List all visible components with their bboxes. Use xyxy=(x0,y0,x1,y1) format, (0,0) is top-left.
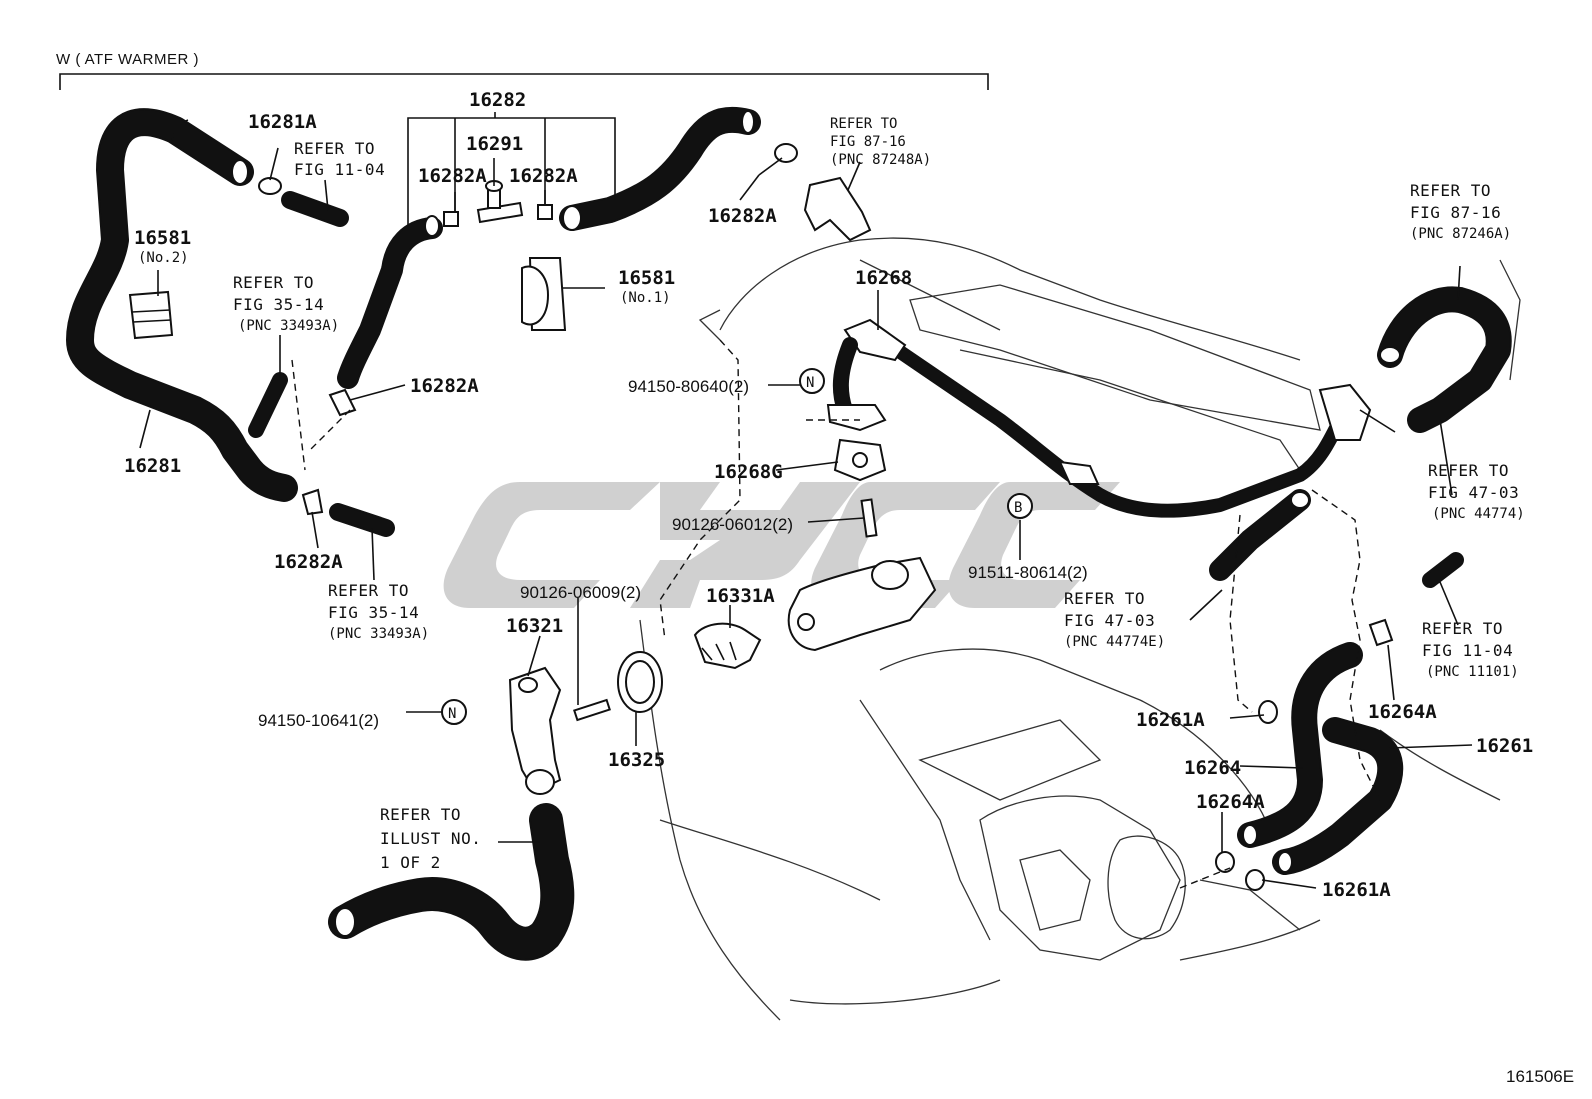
ref3-line1: REFER TO xyxy=(1410,181,1491,200)
label-16281: 16281 xyxy=(124,455,181,477)
label-16264a-2: 16264A xyxy=(1196,791,1265,813)
ref6-line3: (PNC 44774) xyxy=(1432,506,1525,522)
label-16282a-4: 16282A xyxy=(410,375,479,397)
thermostat-16331a xyxy=(693,622,762,670)
marker-n-1: N xyxy=(806,375,814,391)
label-16321: 16321 xyxy=(506,615,563,637)
ref5-line1: REFER TO xyxy=(328,581,409,600)
ref9-line1: REFER TO xyxy=(380,805,461,824)
stud-90126-06009 xyxy=(573,698,611,722)
ref2-line2: FIG 87-16 xyxy=(830,134,906,150)
label-16264: 16264 xyxy=(1184,757,1241,779)
ref3-line2: FIG 87-16 xyxy=(1410,203,1501,222)
label-16581-no1-sub: (No.1) xyxy=(620,290,671,306)
label-16261a-2: 16261A xyxy=(1322,879,1391,901)
label-90126-06012: 90126-06012(2) xyxy=(672,515,793,534)
refer-notes: REFER TO FIG 11-04 REFER TO FIG 87-16 (P… xyxy=(233,116,1525,872)
ref1-line2: FIG 11-04 xyxy=(294,160,385,179)
clamps xyxy=(258,143,1394,891)
ref7-line2: FIG 47-03 xyxy=(1064,611,1155,630)
ref1-line1: REFER TO xyxy=(294,139,375,158)
ref4-line2: FIG 35-14 xyxy=(233,295,324,314)
label-16268: 16268 xyxy=(855,267,912,289)
ref4-line3: (PNC 33493A) xyxy=(238,318,339,334)
label-94150-80640: 94150-80640(2) xyxy=(628,377,749,396)
ref8-line2: FIG 11-04 xyxy=(1422,641,1513,660)
hose-lower-left xyxy=(328,803,575,961)
label-16261a-1: 16261A xyxy=(1136,709,1205,731)
hose-right-upper xyxy=(1377,286,1512,433)
clip-16581-no1 xyxy=(521,257,567,331)
part-labels: 16282 16281A 16291 16282A 16282A 16282A … xyxy=(124,89,1533,901)
label-90126-06009: 90126-06009(2) xyxy=(520,583,641,602)
ref3-line3: (PNC 87246A) xyxy=(1410,226,1511,242)
ref8-line3: (PNC 11101) xyxy=(1426,664,1519,680)
label-16331a: 16331A xyxy=(706,585,775,607)
label-16581-no2: 16581 xyxy=(134,227,191,249)
hose-left-upper xyxy=(337,215,443,389)
marker-n-2: N xyxy=(448,706,456,722)
label-16268g: 16268G xyxy=(714,461,783,483)
fitting-87248a xyxy=(803,176,872,242)
ref8-line1: REFER TO xyxy=(1422,619,1503,638)
ref9-line3: 1 OF 2 xyxy=(380,853,441,872)
marker-b: B xyxy=(1014,500,1022,516)
label-16281a: 16281A xyxy=(248,111,317,133)
ref4-line1: REFER TO xyxy=(233,273,314,292)
gasket-16268g xyxy=(833,438,887,482)
label-16291: 16291 xyxy=(466,133,523,155)
label-16282a-3: 16282A xyxy=(708,205,777,227)
ref5-line3: (PNC 33493A) xyxy=(328,626,429,642)
water-inlet-housing xyxy=(787,556,937,652)
pipe-16268 xyxy=(826,318,1396,518)
hose-16264 xyxy=(1237,642,1363,848)
hose-16281 xyxy=(66,108,298,502)
circle-markers: N N B xyxy=(441,368,1033,725)
gasket-16325 xyxy=(617,651,663,713)
label-16282a-2: 16282A xyxy=(509,165,578,187)
label-16282a-5: 16282A xyxy=(274,551,343,573)
atf-warmer-title: W ( ATF WARMER ) xyxy=(56,51,199,68)
ref6-line1: REFER TO xyxy=(1428,461,1509,480)
label-91511-80614: 91511-80614(2) xyxy=(968,563,1088,582)
label-16282: 16282 xyxy=(469,89,526,111)
hose-mid-right xyxy=(1209,489,1311,581)
ref9-line2: ILLUST NO. xyxy=(380,829,481,848)
label-16264a-1: 16264A xyxy=(1368,701,1437,723)
ref5-line2: FIG 35-14 xyxy=(328,603,419,622)
tee-16291 xyxy=(476,180,524,224)
atf-warmer-bracket: W ( ATF WARMER ) xyxy=(56,51,989,90)
label-16282a-1: 16282A xyxy=(418,165,487,187)
ref7-line3: (PNC 44774E) xyxy=(1064,634,1165,650)
label-16581-no2-sub: (No.2) xyxy=(138,250,189,266)
label-94150-10641: 94150-10641(2) xyxy=(258,711,379,730)
ref6-line2: FIG 47-03 xyxy=(1428,483,1519,502)
ref7-line1: REFER TO xyxy=(1064,589,1145,608)
hose-top-right xyxy=(559,106,761,231)
water-outlet-16321 xyxy=(508,666,562,795)
ref2-line3: (PNC 87248A) xyxy=(830,152,931,168)
hose-cut-pieces xyxy=(248,191,1464,588)
dashed-guides xyxy=(291,339,1381,889)
label-16325: 16325 xyxy=(608,749,665,771)
label-16581-no1: 16581 xyxy=(618,267,675,289)
ref2-line1: REFER TO xyxy=(830,116,897,132)
diagram-code: 161506E xyxy=(1506,1067,1574,1086)
clip-16581-no2 xyxy=(128,290,174,340)
label-16261: 16261 xyxy=(1476,735,1533,757)
leader-lines xyxy=(139,147,1473,889)
